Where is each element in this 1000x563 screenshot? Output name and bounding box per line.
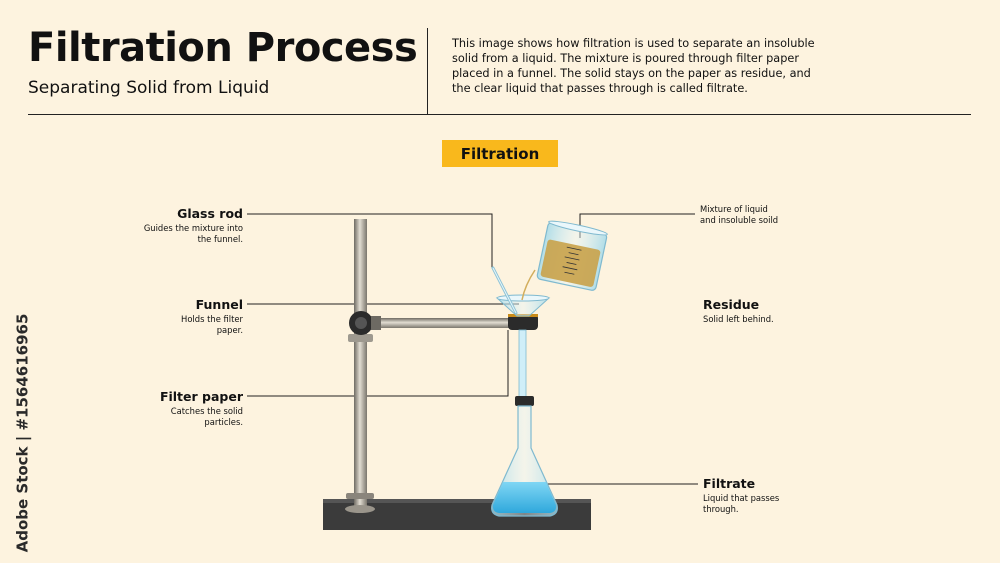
leader-lines — [247, 213, 698, 485]
funnel-stem — [518, 329, 527, 401]
conical-flask — [491, 396, 558, 517]
clamp-arm — [372, 318, 512, 328]
page-title: Filtration Process — [28, 25, 418, 71]
label-mixture-desc: Mixture of liquid and insoluble soild — [700, 204, 779, 225]
label-funnel-title: Funnel — [195, 297, 243, 312]
header-divider-vertical — [427, 28, 428, 114]
header-divider-horizontal — [28, 114, 971, 115]
leader-filter-paper — [247, 330, 509, 397]
leader-glass-rod — [247, 213, 493, 268]
watermark-text: Adobe Stock | #1564616965 — [13, 313, 32, 553]
description-text: This image shows how filtration is used … — [452, 37, 815, 95]
label-filter-paper-desc: Catches the solid particles. — [170, 406, 243, 427]
filtration-badge: Filtration — [442, 140, 558, 167]
stand-pole — [354, 219, 367, 509]
label-funnel-desc: Holds the filter paper. — [181, 314, 243, 335]
label-residue-title: Residue — [703, 297, 760, 312]
beaker-mixture — [536, 220, 608, 291]
label-glass-rod-desc: Guides the mixture into the funnel. — [143, 223, 243, 244]
page-subtitle: Separating Solid from Liquid — [28, 78, 270, 98]
label-filtrate-desc: Liquid that passes through. — [703, 493, 780, 514]
funnel-holder-ring — [508, 314, 538, 330]
label-filtrate-title: Filtrate — [703, 476, 756, 491]
label-glass-rod-title: Glass rod — [177, 206, 243, 221]
adobe-stock-watermark: Adobe Stock | #1564616965 — [4, 314, 40, 553]
label-filter-paper-title: Filter paper — [159, 389, 243, 404]
filtrate-liquid — [492, 482, 557, 513]
label-residue-desc: Solid left behind. — [703, 314, 774, 324]
pour-stream — [521, 269, 536, 301]
